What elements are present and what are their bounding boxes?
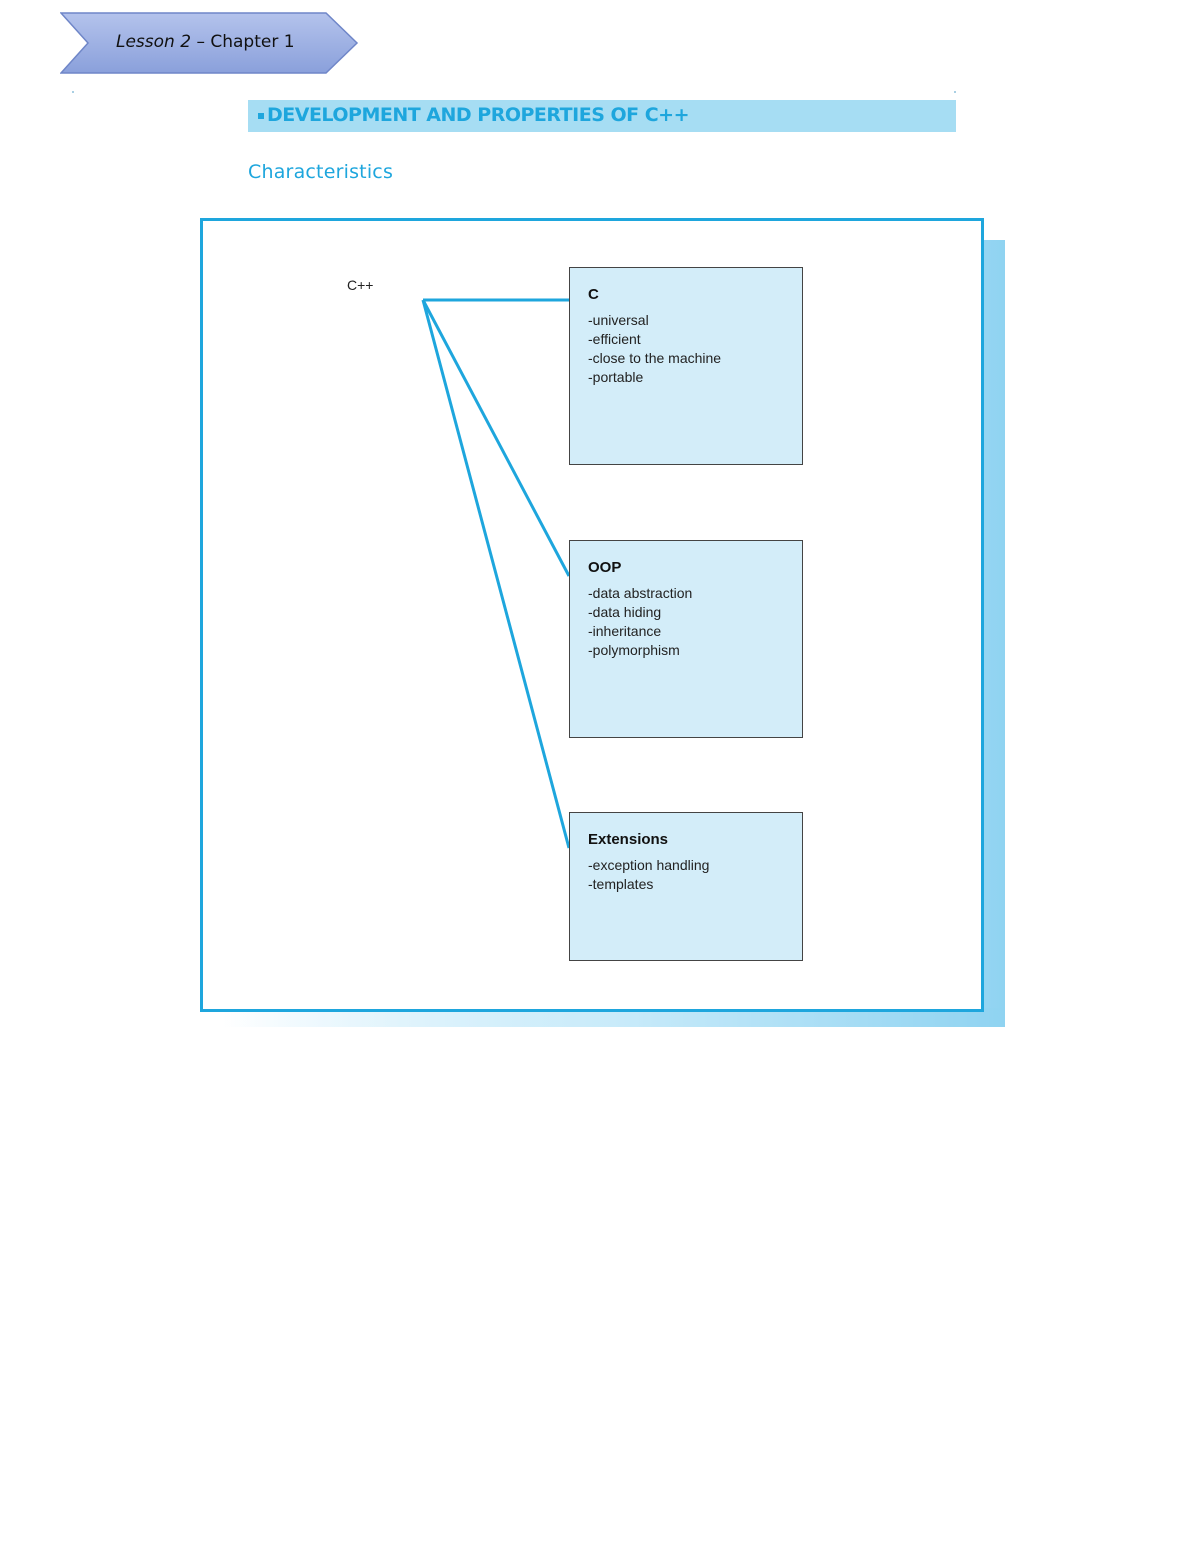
subheading: Characteristics (248, 161, 394, 183)
box-oop-title: OOP (588, 559, 622, 576)
lesson-separator: – (191, 32, 211, 52)
list-item: -close to the machine (588, 350, 722, 366)
chapter-label: Chapter 1 (210, 32, 295, 52)
list-item: -universal (588, 312, 649, 328)
box-oop: OOP -data abstraction -data hiding -inhe… (569, 540, 803, 738)
box-c-title: C (588, 286, 599, 303)
lesson-label: Lesson 2 (116, 32, 192, 52)
list-item: -templates (588, 876, 654, 892)
frame-shadow-bottom (222, 1008, 1005, 1027)
margin-mark-left (72, 91, 74, 93)
box-c-items: -universal -efficient -close to the mach… (588, 311, 721, 387)
section-heading-bar: DEVELOPMENT AND PROPERTIES OF C++ (248, 100, 956, 132)
box-oop-items: -data abstraction -data hiding -inherita… (588, 584, 692, 660)
list-item: -polymorphism (588, 642, 680, 658)
lesson-chapter-label: Lesson 2 – Chapter 1 (116, 32, 295, 52)
square-bullet-icon (258, 112, 264, 119)
box-extensions-items: -exception handling -templates (588, 856, 709, 894)
list-item: -data hiding (588, 604, 662, 620)
root-node-label: C++ (347, 277, 374, 293)
connector-oop (421, 299, 571, 577)
box-extensions: Extensions -exception handling -template… (569, 812, 803, 961)
box-c: C -universal -efficient -close to the ma… (569, 267, 803, 465)
connector-extensions (421, 299, 571, 849)
list-item: -data abstraction (588, 585, 693, 601)
box-extensions-title: Extensions (588, 831, 669, 848)
section-title-text: DEVELOPMENT AND PROPERTIES OF C++ (267, 104, 690, 126)
lesson-banner: Lesson 2 – Chapter 1 (60, 12, 360, 74)
margin-mark-right (954, 91, 956, 93)
list-item: -inheritance (588, 623, 662, 639)
list-item: -portable (588, 369, 644, 385)
list-item: -exception handling (588, 857, 710, 873)
section-title: DEVELOPMENT AND PROPERTIES OF C++ (258, 104, 690, 126)
list-item: -efficient (588, 331, 641, 347)
chevron-shape (60, 12, 359, 74)
